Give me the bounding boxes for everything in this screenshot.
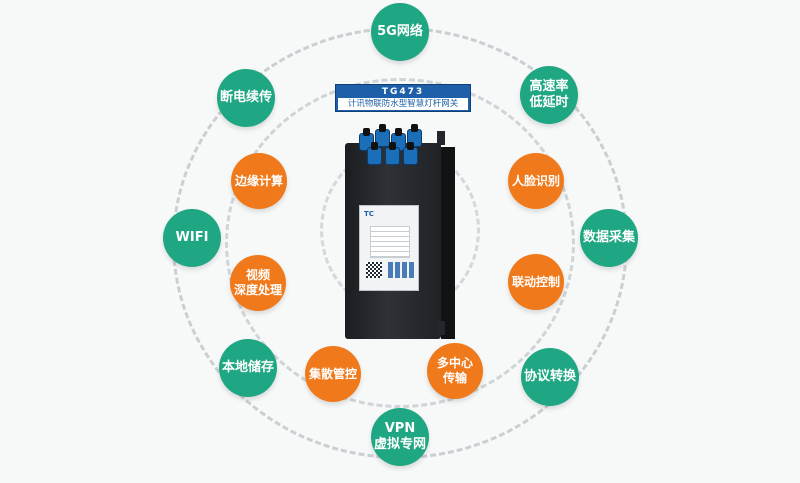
product-model: TG473 — [381, 87, 425, 97]
product-description: 计讯物联防水型智慧灯杆网关 — [338, 98, 468, 110]
feature-centralized-control: 集散管控 — [305, 346, 361, 402]
feature-vpn: VPN 虚拟专网 — [371, 408, 429, 466]
feature-wifi: WIFI — [163, 209, 221, 267]
feature-video-processing: 视频 深度处理 — [230, 255, 286, 311]
feature-face-recognition: 人脸识别 — [508, 153, 564, 209]
connector-icon — [403, 142, 418, 165]
device-front-panel: TC — [359, 205, 419, 291]
feature-linkage-control: 联动控制 — [508, 254, 564, 310]
brand-logo-icon: TC — [364, 210, 374, 218]
device-side — [441, 147, 455, 339]
mount-bracket-top — [437, 131, 445, 145]
qr-code-icon — [366, 262, 382, 278]
feature-high-speed-low-latency: 高速率 低延时 — [520, 66, 578, 124]
feature-edge-computing: 边缘计算 — [231, 153, 287, 209]
mount-bracket-bottom — [437, 321, 445, 335]
feature-5g-network: 5G网络 — [371, 3, 429, 61]
inner-dashed-ring — [225, 78, 575, 408]
product-label: TG473 计讯物联防水型智慧灯杆网关 — [335, 84, 471, 112]
feature-protocol-conversion: 协议转换 — [521, 348, 579, 406]
spec-table-graphic — [370, 226, 410, 258]
connector-icon — [367, 142, 382, 165]
feature-power-failure-resume: 断电续传 — [217, 69, 275, 127]
feature-data-collection: 数据采集 — [580, 209, 638, 267]
indicator-leds — [388, 262, 414, 278]
connector-icon — [385, 142, 400, 165]
gateway-device-image: TC — [345, 124, 457, 340]
connector-icon — [375, 124, 390, 147]
feature-local-storage: 本地储存 — [219, 339, 277, 397]
feature-multicenter-transmission: 多中心 传输 — [427, 343, 483, 399]
